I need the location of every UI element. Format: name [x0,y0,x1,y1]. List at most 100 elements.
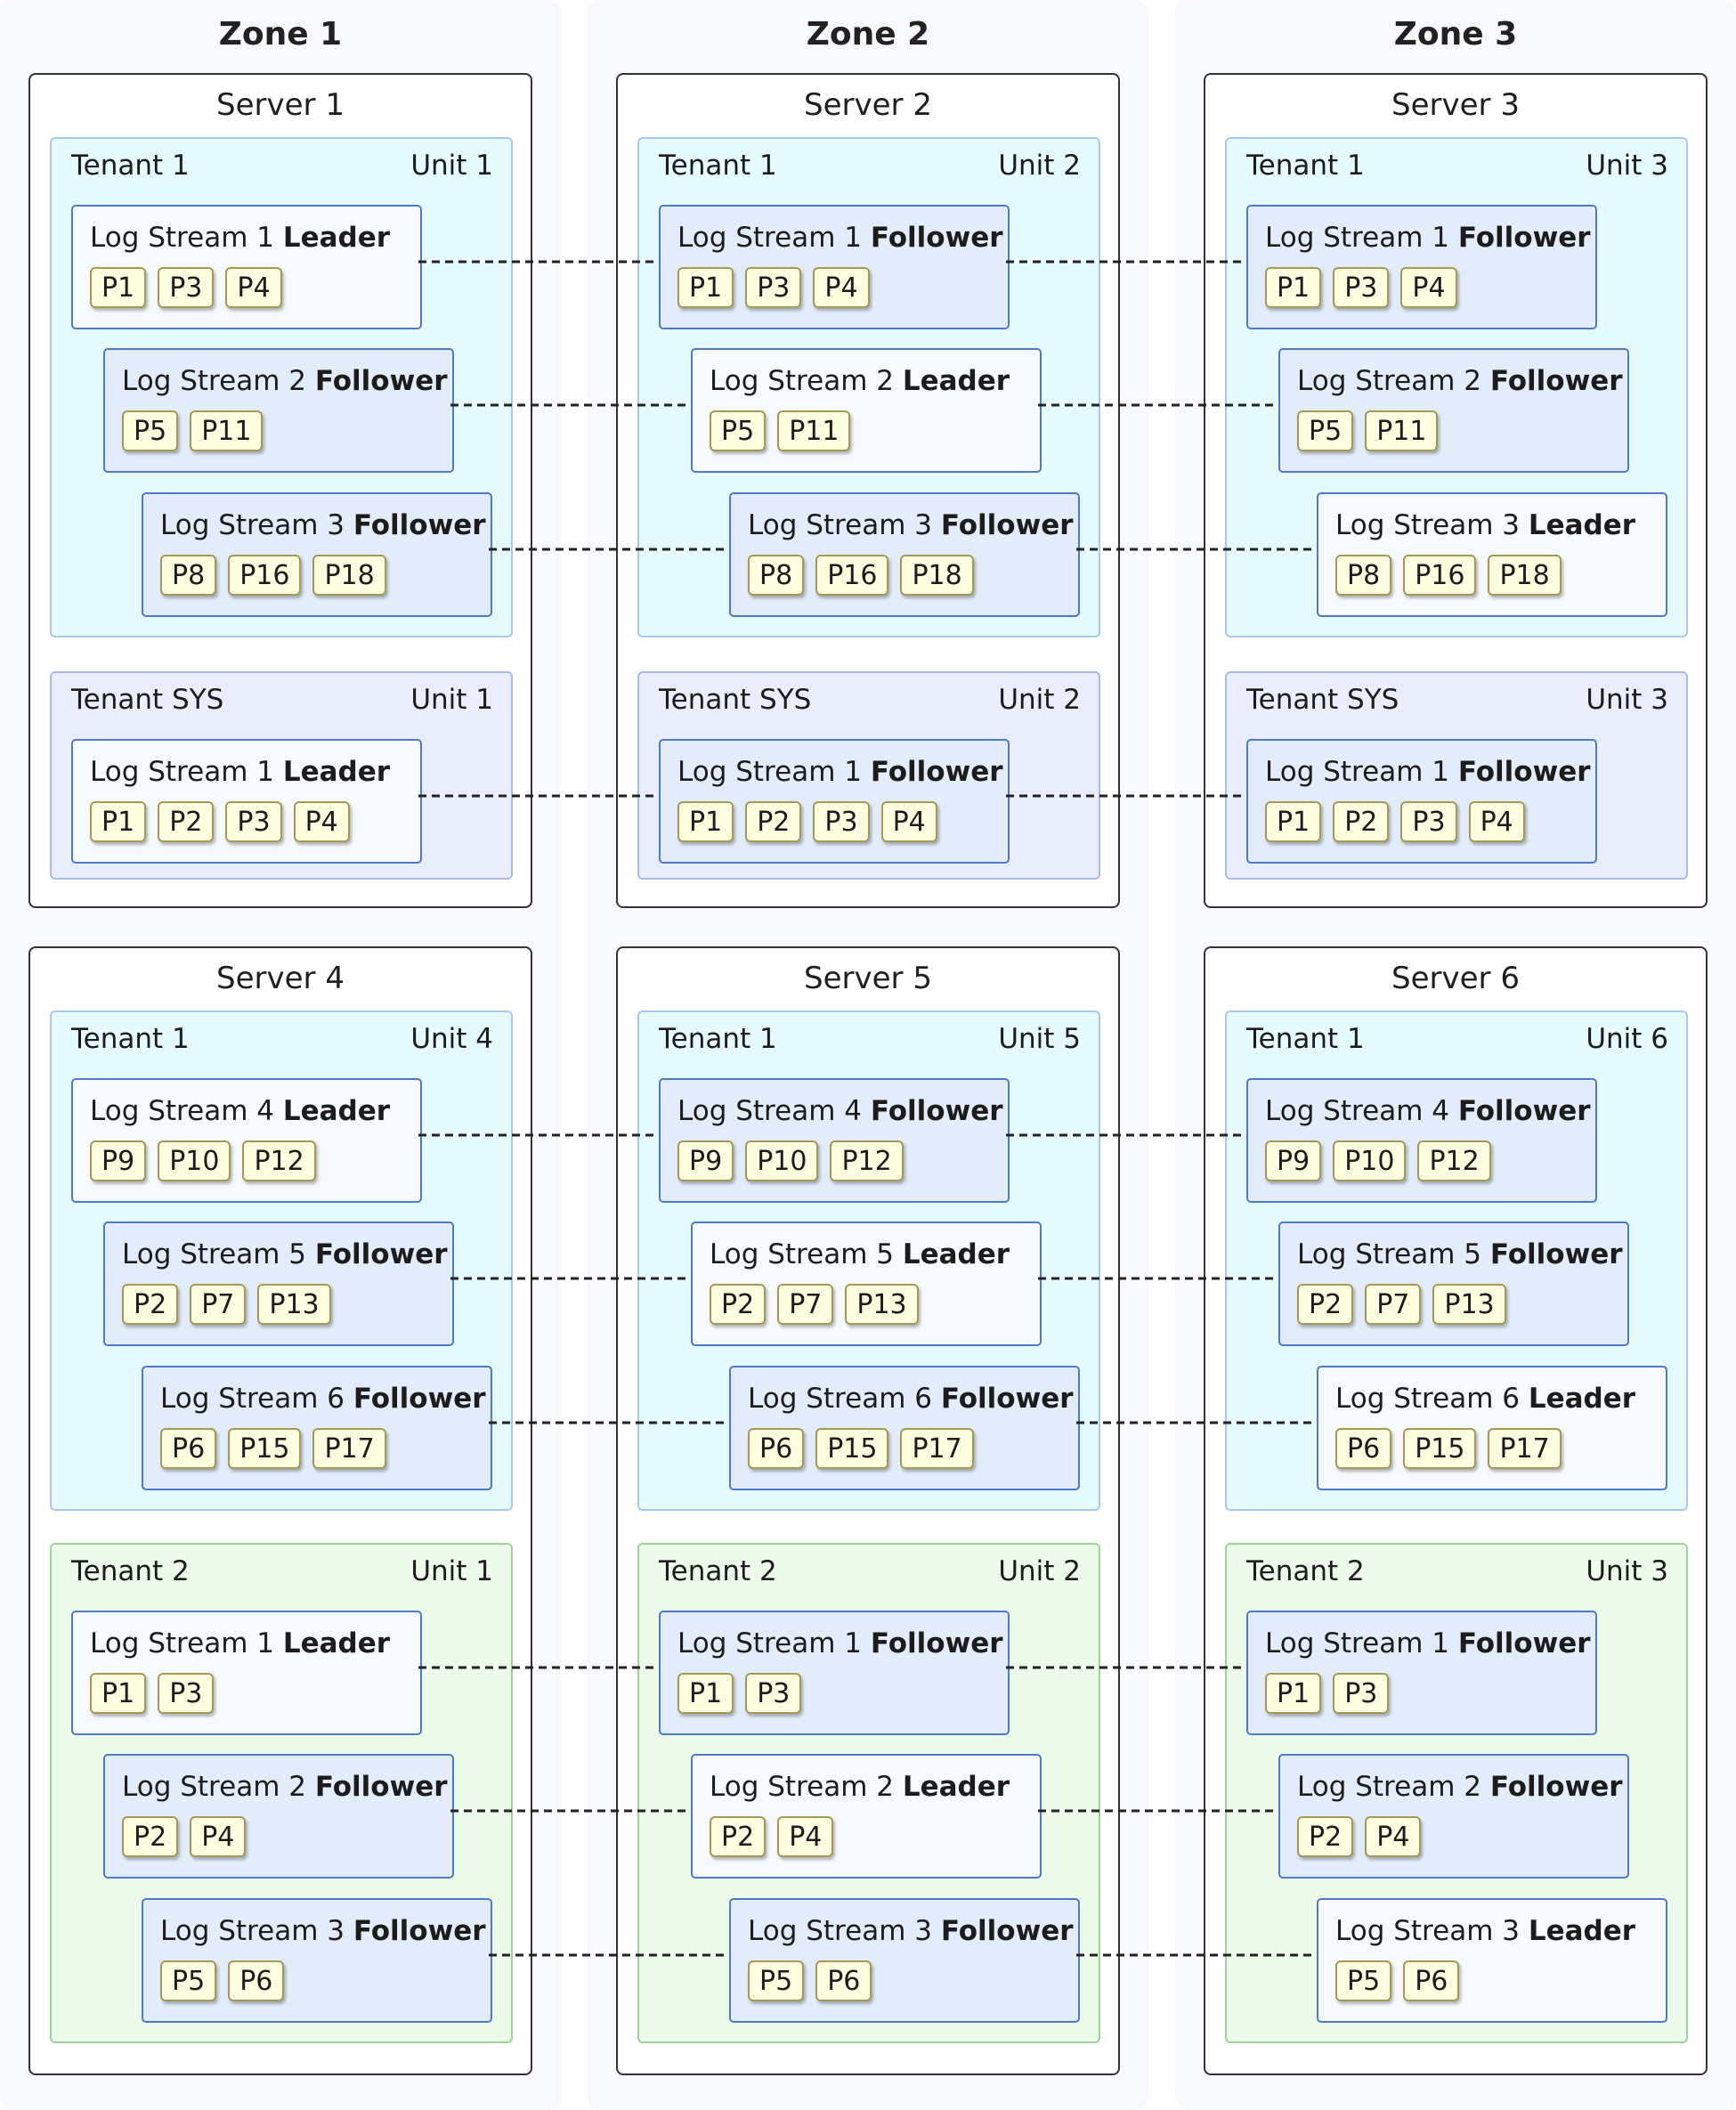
partition-chip: P13 [845,1284,919,1325]
log-stream-role: Leader [282,1095,391,1127]
partition-chip: P2 [1333,801,1390,842]
partition-chip: P2 [710,1816,767,1857]
partition-chip: P4 [1400,267,1457,308]
log-stream-role: Follower [1457,222,1591,254]
partition-chip: P6 [1335,1428,1392,1469]
server-box: Server 2 Tenant 1 Unit 2 Log Stream 1 Follo… [616,73,1120,908]
tenant-name: Tenant 2 [71,1555,190,1587]
partition-chip: P10 [745,1140,819,1181]
partition-chip: P8 [1335,555,1392,596]
partition-chip: P8 [748,555,805,596]
log-stream-label: Log Stream 6 Follower [748,1383,1074,1415]
partition-chip: P2 [1297,1284,1354,1325]
partition-chip: P12 [242,1140,316,1181]
log-stream-role: Follower [314,365,448,397]
partition-chip: P5 [710,410,767,451]
partition-chip: P4 [813,267,870,308]
unit-name: Unit 2 [998,150,1081,182]
partition-chip: P4 [777,1816,834,1857]
partition-chip: P1 [1265,1673,1322,1714]
log-stream-label: Log Stream 3 Follower [748,1915,1074,1947]
tenant-name: Tenant 1 [659,150,777,182]
log-stream-name: Log Stream 1 [90,756,274,788]
log-stream-name: Log Stream 3 [160,1915,345,1947]
log-stream-label: Log Stream 2 Follower [122,1771,448,1803]
unit-name: Unit 3 [1586,150,1668,182]
partition-chip: P9 [677,1140,734,1181]
log-stream-label: Log Stream 5 Follower [122,1238,448,1270]
log-stream-label: Log Stream 2 Follower [122,365,448,397]
partition-chip: P13 [1432,1284,1506,1325]
tenant-name: Tenant SYS [1246,684,1399,716]
partition-chip: P1 [1265,801,1322,842]
partition-chip: P9 [1265,1140,1322,1181]
server-title: Server 2 [804,87,932,123]
partition-chip: P4 [880,801,937,842]
log-stream-name: Log Stream 1 [677,756,862,788]
server-title: Server 1 [216,87,345,123]
log-stream-role: Follower [353,1383,486,1415]
unit-name: Unit 5 [998,1023,1081,1055]
partition-chip: P3 [225,801,282,842]
partition-chip: P13 [257,1284,331,1325]
log-stream-label: Log Stream 3 Follower [160,509,486,541]
partition-chip: P7 [777,1284,834,1325]
partition-chip: P12 [830,1140,904,1181]
partition-chip: P1 [90,1673,147,1714]
log-stream-label: Log Stream 5 Leader [710,1238,1010,1270]
log-stream-name: Log Stream 4 [1265,1095,1449,1127]
log-stream-role: Leader [1528,1383,1636,1415]
log-stream-name: Log Stream 3 [1335,1915,1520,1947]
partition-chip: P1 [677,1673,734,1714]
partition-chip: P12 [1417,1140,1491,1181]
unit-name: Unit 1 [410,1555,493,1587]
partition-chip: P1 [90,267,147,308]
partition-chip: P6 [1403,1960,1460,2001]
log-stream-name: Log Stream 4 [677,1095,862,1127]
partition-chip: P4 [1468,801,1525,842]
partition-chip: P10 [1333,1140,1407,1181]
log-stream-name: Log Stream 6 [748,1383,932,1415]
server-title: Server 4 [216,961,345,996]
partition-chip: P17 [1488,1428,1562,1469]
partition-chip: P18 [900,555,974,596]
log-stream-role: Leader [1528,1915,1636,1947]
log-stream-role: Leader [282,1627,391,1660]
partition-chip: P11 [777,410,851,451]
unit-name: Unit 6 [1586,1023,1668,1055]
log-stream-label: Log Stream 3 Follower [160,1915,486,1947]
partition-chip: P4 [225,267,282,308]
log-stream-role: Follower [1457,756,1591,788]
log-stream-name: Log Stream 1 [1265,756,1449,788]
partition-chip: P2 [1297,1816,1354,1857]
unit-name: Unit 1 [410,684,493,716]
partition-chip: P5 [122,410,179,451]
log-stream-name: Log Stream 1 [1265,222,1449,254]
partition-chip: P8 [160,555,217,596]
partition-chip: P1 [1265,267,1322,308]
log-stream-name: Log Stream 3 [160,509,345,541]
partition-chip: P6 [815,1960,872,2001]
